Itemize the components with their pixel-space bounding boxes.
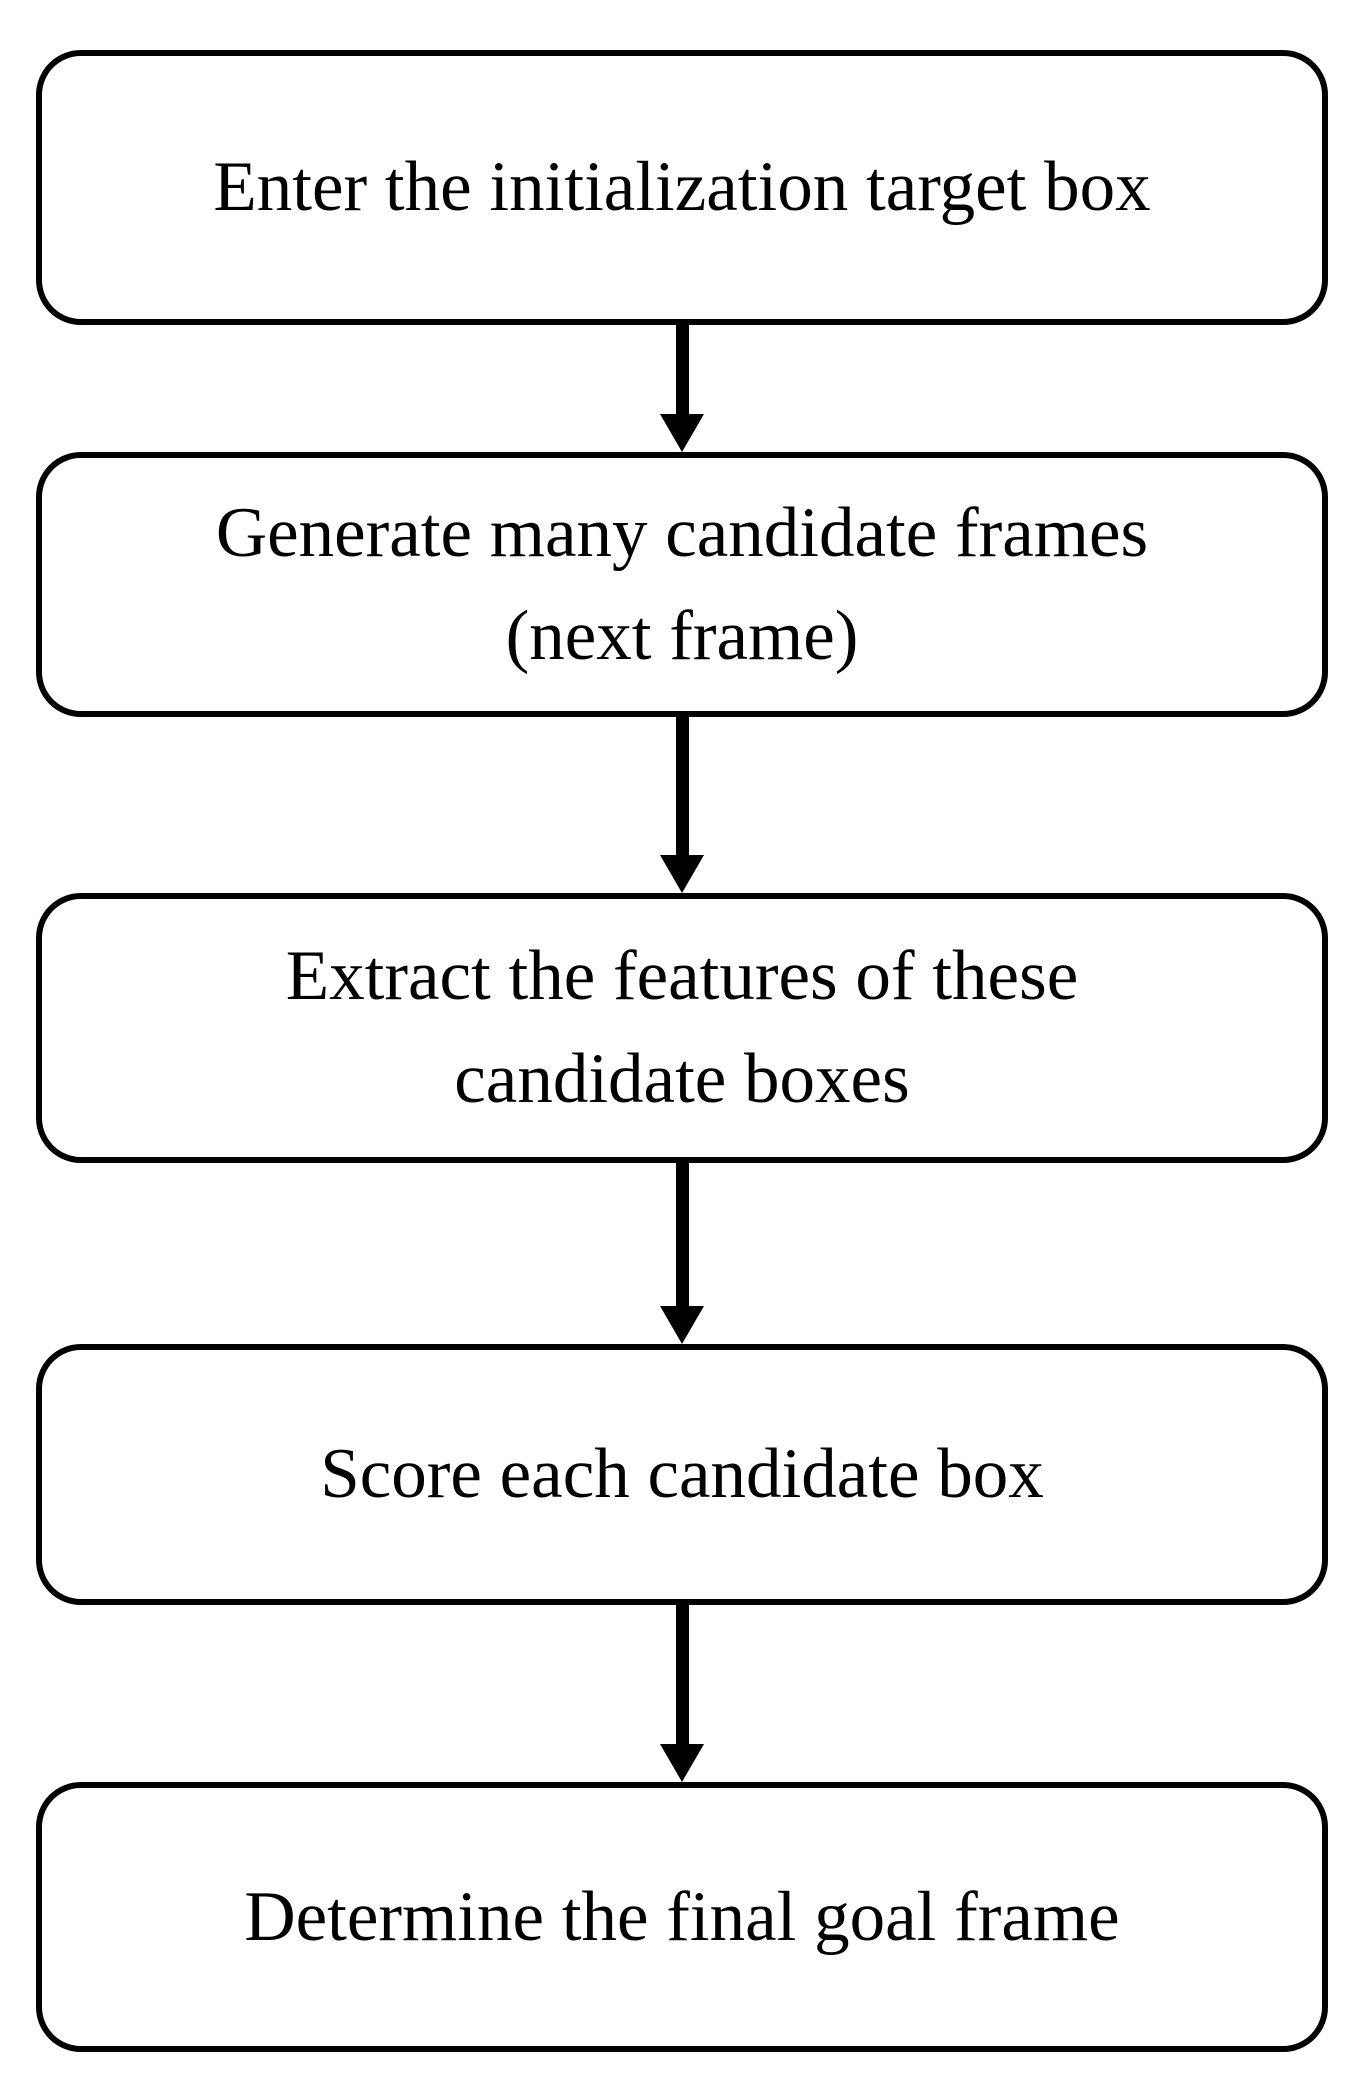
flow-node-determine-final-goal-frame: Determine the final goal frame bbox=[36, 1782, 1328, 2052]
arrow-head-icon bbox=[660, 1744, 704, 1782]
down-arrow-2 bbox=[660, 717, 704, 893]
node-label: Enter the initialization target box bbox=[213, 148, 1151, 227]
arrow-shaft bbox=[675, 717, 689, 855]
arrow-shaft bbox=[675, 1163, 689, 1306]
flow-node-extract-features: Extract the features of these candidate … bbox=[36, 893, 1328, 1163]
arrow-head-icon bbox=[660, 855, 704, 893]
down-arrow-3 bbox=[660, 1163, 704, 1344]
arrow-head-icon bbox=[660, 414, 704, 452]
arrow-shaft bbox=[675, 325, 689, 414]
node-label: Extract the features of these bbox=[285, 937, 1079, 1016]
node-label: Score each candidate box bbox=[320, 1435, 1044, 1514]
flow-node-score-candidate-box: Score each candidate box bbox=[36, 1344, 1328, 1605]
arrow-shaft bbox=[675, 1605, 689, 1744]
down-arrow-1 bbox=[660, 325, 704, 452]
flow-node-enter-initialization-target-box: Enter the initialization target box bbox=[36, 50, 1328, 325]
node-label: Determine the final goal frame bbox=[244, 1877, 1120, 1956]
node-label: candidate boxes bbox=[454, 1040, 910, 1118]
node-label: (next frame) bbox=[505, 596, 859, 675]
flowchart: Enter the initialization target box Gene… bbox=[36, 50, 1328, 2052]
down-arrow-4 bbox=[660, 1605, 704, 1782]
arrow-head-icon bbox=[660, 1306, 704, 1344]
node-label: Generate many candidate frames bbox=[215, 493, 1149, 572]
flow-node-generate-candidate-frames: Generate many candidate frames (next fra… bbox=[36, 452, 1328, 717]
